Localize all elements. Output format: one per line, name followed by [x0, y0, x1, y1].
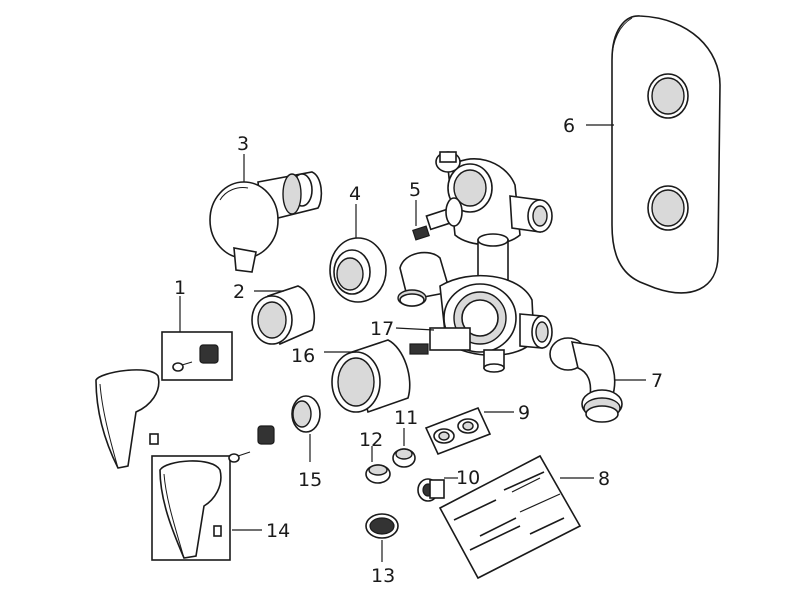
part-9-seals [424, 406, 492, 456]
loose-screw-adapter [228, 425, 275, 463]
label-13: 13 [371, 565, 395, 587]
part-7-elbow [549, 337, 623, 423]
label-9: 9 [518, 402, 530, 424]
label-10: 10 [456, 467, 480, 489]
part-6-cover-plate [611, 15, 721, 294]
label-5: 5 [409, 179, 421, 201]
part-11-cap [392, 448, 416, 468]
part-16-shroud [331, 339, 411, 414]
label-16: 16 [291, 345, 315, 367]
label-3: 3 [237, 133, 249, 155]
label-8: 8 [598, 468, 610, 490]
lever-handle [95, 369, 160, 469]
leader-17 [395, 327, 435, 331]
part-2-shroud [251, 285, 316, 346]
part-15-ring [291, 395, 321, 433]
label-11: 11 [394, 407, 418, 429]
part-3-knob [209, 171, 323, 273]
label-14: 14 [266, 520, 290, 542]
part-10-check-valve [417, 478, 445, 502]
label-4: 4 [349, 183, 361, 205]
label-1: 1 [174, 277, 186, 299]
part-13-filter [365, 513, 399, 539]
part-14-handle-kit [151, 455, 231, 561]
label-7: 7 [651, 370, 663, 392]
part-8-fixing-kit [438, 454, 582, 580]
label-6: 6 [563, 115, 575, 137]
part-1-kit [161, 331, 233, 381]
part-12-cap [365, 464, 391, 484]
part-4-sleeve [329, 237, 387, 303]
label-12: 12 [359, 429, 383, 451]
label-17: 17 [370, 318, 394, 340]
label-2: 2 [233, 281, 245, 303]
valve-body [397, 151, 553, 373]
label-15: 15 [298, 469, 322, 491]
